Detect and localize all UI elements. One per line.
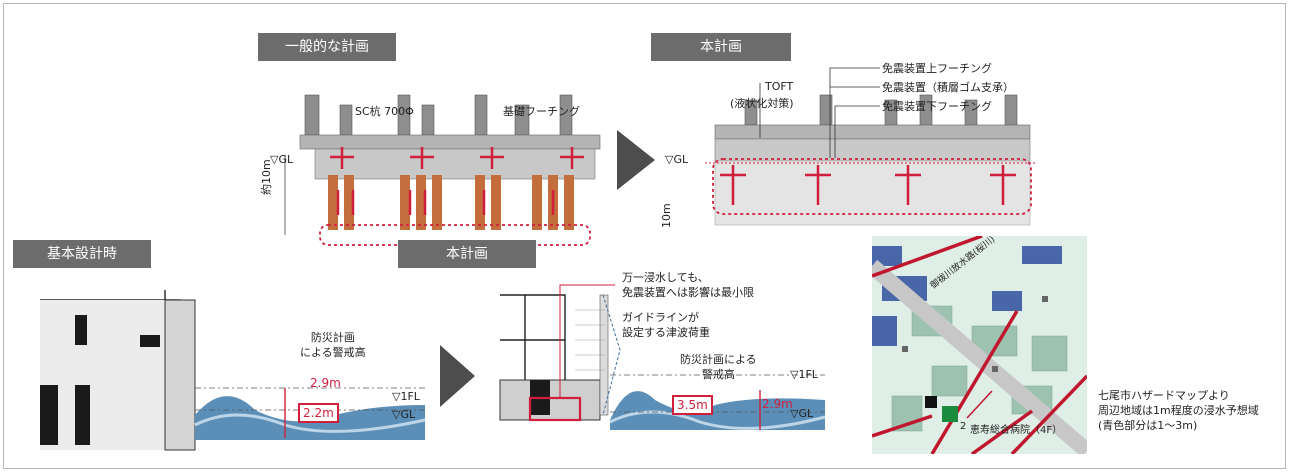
isolated-foundation-drawing — [705, 94, 1035, 226]
foundation-footing-label: 基礎フーチング — [503, 105, 580, 118]
gl-label-right: ▽GL — [665, 153, 689, 166]
general-foundation-drawing — [284, 94, 601, 246]
top-arrow-icon — [617, 130, 655, 190]
this-plan-tag-top: 本計画 — [651, 33, 791, 61]
depth-label-left: 約10m — [260, 159, 273, 195]
liquefaction-label: (液状化対策) — [730, 97, 794, 110]
this-plan-tag-bottom: 本計画 — [398, 240, 536, 268]
callout-lines-top-right — [759, 67, 880, 158]
hospital-number: 2 — [960, 421, 967, 432]
basic-design-section — [40, 290, 426, 451]
hazard-map: 御祓川放水路(桜川) 2 恵寿総合病院（4F） — [872, 236, 1087, 454]
gl-label-mid: ▽GL — [790, 407, 814, 420]
sc-pile-label: SC杭 700Φ — [355, 105, 414, 118]
flood-box-left: 2.2m — [298, 403, 339, 423]
note-minimal-impact: 万一浸水しても、 免震装置へは影響は最小限 — [622, 271, 754, 299]
hospital-label: 恵寿総合病院（4F） — [970, 425, 1063, 436]
lower-footing-label: 免震装置下フーチング — [882, 100, 992, 113]
caution-label-mid: 防災計画による 警戒高 — [680, 353, 757, 381]
caution-height-left: 2.9m — [310, 376, 341, 390]
this-plan-section — [499, 284, 826, 430]
gl-label-left: ▽GL — [270, 153, 294, 166]
caution-label-left: 防災計画 による警戒高 — [300, 331, 366, 359]
depth-label-right: 10m — [660, 203, 673, 228]
fl-label-left: ▽1FL — [392, 390, 420, 403]
general-plan-tag: 一般的な計画 — [258, 33, 396, 61]
upper-footing-label: 免震装置上フーチング — [882, 62, 992, 75]
map-graphic — [872, 236, 1087, 454]
fl-label-mid: ▽1FL — [790, 368, 818, 381]
gl-label-bottom-left: ▽GL — [392, 408, 416, 421]
hazard-map-note: 七尾市ハザードマップより 周辺地域は1m程度の浸水予想域 (青色部分は1〜3m) — [1098, 389, 1259, 432]
caution-height-mid: 2.9m — [762, 397, 793, 411]
basic-design-tag: 基本設計時 — [13, 240, 151, 268]
flood-box-mid: 3.5m — [672, 395, 713, 415]
isolator-label: 免震装置（積層ゴム支承） — [882, 81, 1014, 94]
note-tsunami-load: ガイドラインが 設定する津波荷重 — [622, 311, 710, 339]
toft-label: TOFT — [765, 80, 794, 93]
figure-frame — [3, 3, 1286, 469]
bottom-arrow-icon — [440, 345, 475, 407]
